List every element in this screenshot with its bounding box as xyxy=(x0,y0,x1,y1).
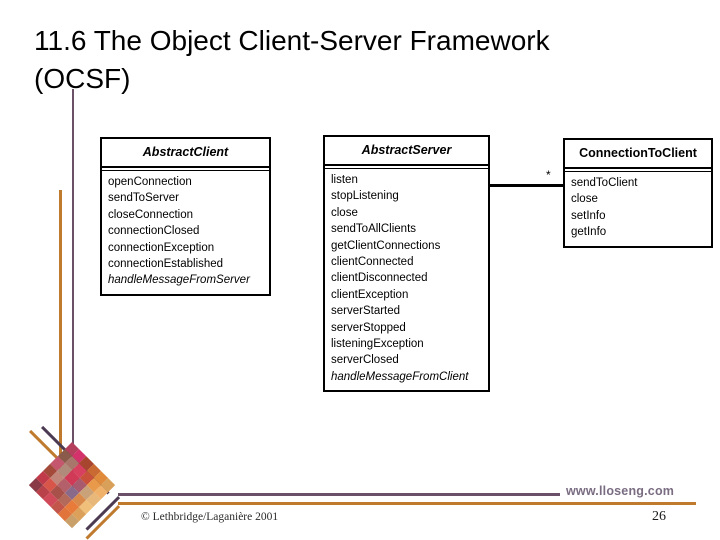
uml-operation: listen xyxy=(331,174,358,186)
uml-operation: stopListening xyxy=(331,190,399,203)
uml-operations-client: openConnection sendToServer closeConnectio… xyxy=(102,171,269,294)
uml-compartment-separator xyxy=(325,166,488,169)
uml-class-name: ConnectionToClient xyxy=(565,140,711,169)
uml-class-name: AbstractClient xyxy=(102,139,269,168)
uml-operation: close xyxy=(571,193,598,206)
uml-operation: clientException xyxy=(331,288,409,301)
uml-operation: connectionException xyxy=(108,241,215,254)
uml-operation: serverClosed xyxy=(331,354,399,367)
uml-operations-connection: sendToClient close setInfo getInfo xyxy=(565,172,711,246)
uml-operation: getInfo xyxy=(571,226,607,239)
uml-operation: closeConnection xyxy=(108,208,194,221)
page-title: 11.6 The Object Client-Server Framework … xyxy=(34,25,550,94)
decor-horizontal-orange-line xyxy=(118,502,696,505)
uml-multiplicity-label: * xyxy=(546,168,551,182)
uml-class-connection-to-client: ConnectionToClient sendToClient close setI… xyxy=(563,138,713,248)
uml-operation: clientConnected xyxy=(331,256,414,269)
uml-operation: sendToClient xyxy=(571,177,638,189)
uml-operations-server: listen stopListening close sendToAllClients… xyxy=(325,169,488,390)
uml-operation: getClientConnections xyxy=(331,239,441,252)
uml-class-name: AbstractServer xyxy=(325,137,488,166)
uml-compartment-separator xyxy=(565,169,711,172)
uml-operation: openConnection xyxy=(108,176,192,188)
uml-operation: handleMessageFromClient xyxy=(331,370,469,383)
copyright-text: © Lethbridge/Laganière 2001 xyxy=(141,511,279,523)
uml-association-line xyxy=(490,184,563,187)
uml-class-abstract-server: AbstractServer listen stopListening close s… xyxy=(323,135,490,393)
uml-operation: sendToServer xyxy=(108,192,179,205)
decor-vertical-purple-line xyxy=(72,89,74,495)
uml-operation: listeningException xyxy=(331,338,424,351)
uml-operation: clientDisconnected xyxy=(331,272,428,285)
uml-operation: setInfo xyxy=(571,209,606,222)
uml-operation: connectionClosed xyxy=(108,225,200,238)
mosaic-diamond-logo xyxy=(28,442,116,529)
uml-operation: serverStarted xyxy=(331,305,401,318)
uml-operation: serverStopped xyxy=(331,321,406,334)
uml-operation: handleMessageFromServer xyxy=(108,274,250,287)
uml-class-abstract-client: AbstractClient openConnection sendToServe… xyxy=(100,137,271,296)
decor-horizontal-purple-line xyxy=(118,493,560,496)
uml-operation: connectionEstablished xyxy=(108,258,224,271)
decor-vertical-orange-line xyxy=(59,190,62,502)
uml-operation: close xyxy=(331,206,358,219)
uml-compartment-separator xyxy=(102,168,269,171)
website-url: www.lloseng.com xyxy=(566,484,675,498)
page-number: 26 xyxy=(652,509,666,524)
uml-operation: sendToAllClients xyxy=(331,223,417,236)
